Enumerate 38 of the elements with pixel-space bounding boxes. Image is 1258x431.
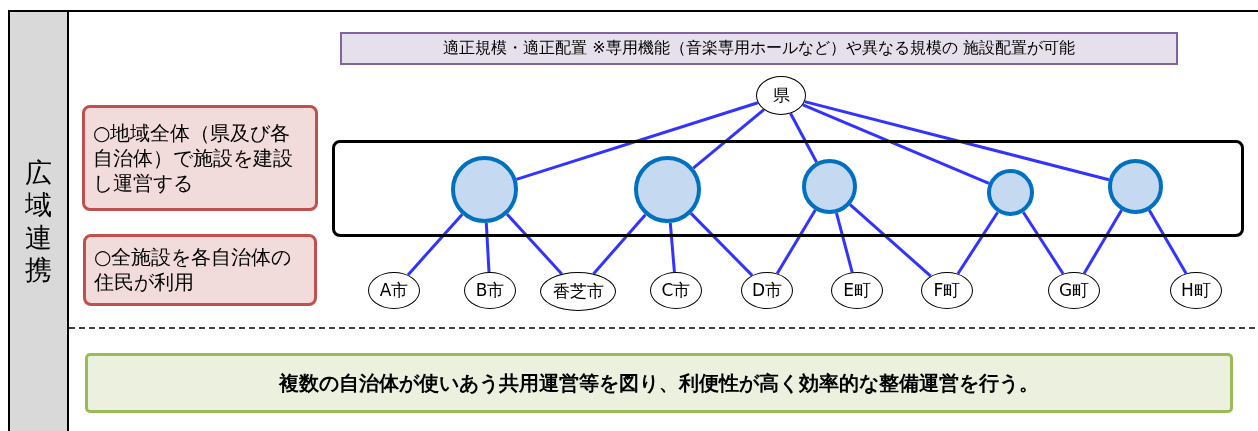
place-ellipse: F町 — [921, 272, 973, 309]
facility-circle — [451, 156, 518, 223]
place-ellipse: 県 — [756, 76, 806, 115]
note-box: ○地域全体（県及び各自治体）で施設を建設し運営する — [82, 105, 318, 211]
connector-line — [668, 222, 676, 273]
place-ellipse: A市 — [368, 272, 420, 309]
connector-line — [1082, 209, 1123, 275]
connector-line — [506, 213, 563, 275]
connector-line — [515, 101, 759, 181]
connector-line — [692, 108, 765, 170]
connector-line — [484, 222, 491, 273]
place-ellipse: C市 — [650, 272, 702, 309]
summary-box: 複数の自治体が使いあう共用運営等を図り、利便性が高く効率的な整備運営を行う。 — [85, 353, 1233, 413]
side-band: 広域連携 — [8, 10, 69, 431]
connector-line — [1148, 209, 1188, 275]
facility-circle — [802, 159, 857, 214]
place-ellipse: B市 — [464, 272, 516, 309]
note-box: ○全施設を各自治体の住民が利用 — [83, 234, 317, 306]
place-ellipse: H町 — [1170, 272, 1222, 309]
place-ellipse: 香芝市 — [540, 272, 616, 311]
heading-box: 適正規模・適正配置 ※専用機能（音楽専用ホールなど）や異なる規模の 施設配置が可能 — [340, 32, 1178, 65]
facility-circle — [634, 156, 701, 223]
connector-line — [802, 103, 990, 185]
connector-line — [804, 100, 1110, 182]
facility-circle — [987, 169, 1034, 216]
place-ellipse: G町 — [1048, 272, 1100, 309]
facility-circle — [1108, 159, 1163, 214]
connector-line — [689, 212, 754, 277]
connector-line — [775, 209, 817, 275]
connector-line — [789, 112, 818, 163]
connector-line — [835, 212, 854, 273]
connector-line — [849, 203, 932, 278]
connector-line — [406, 213, 464, 276]
connector-line — [1022, 211, 1065, 275]
place-ellipse: D市 — [741, 272, 793, 309]
group-box — [332, 140, 1244, 237]
place-ellipse: E町 — [831, 272, 883, 309]
connector-line — [956, 211, 999, 275]
